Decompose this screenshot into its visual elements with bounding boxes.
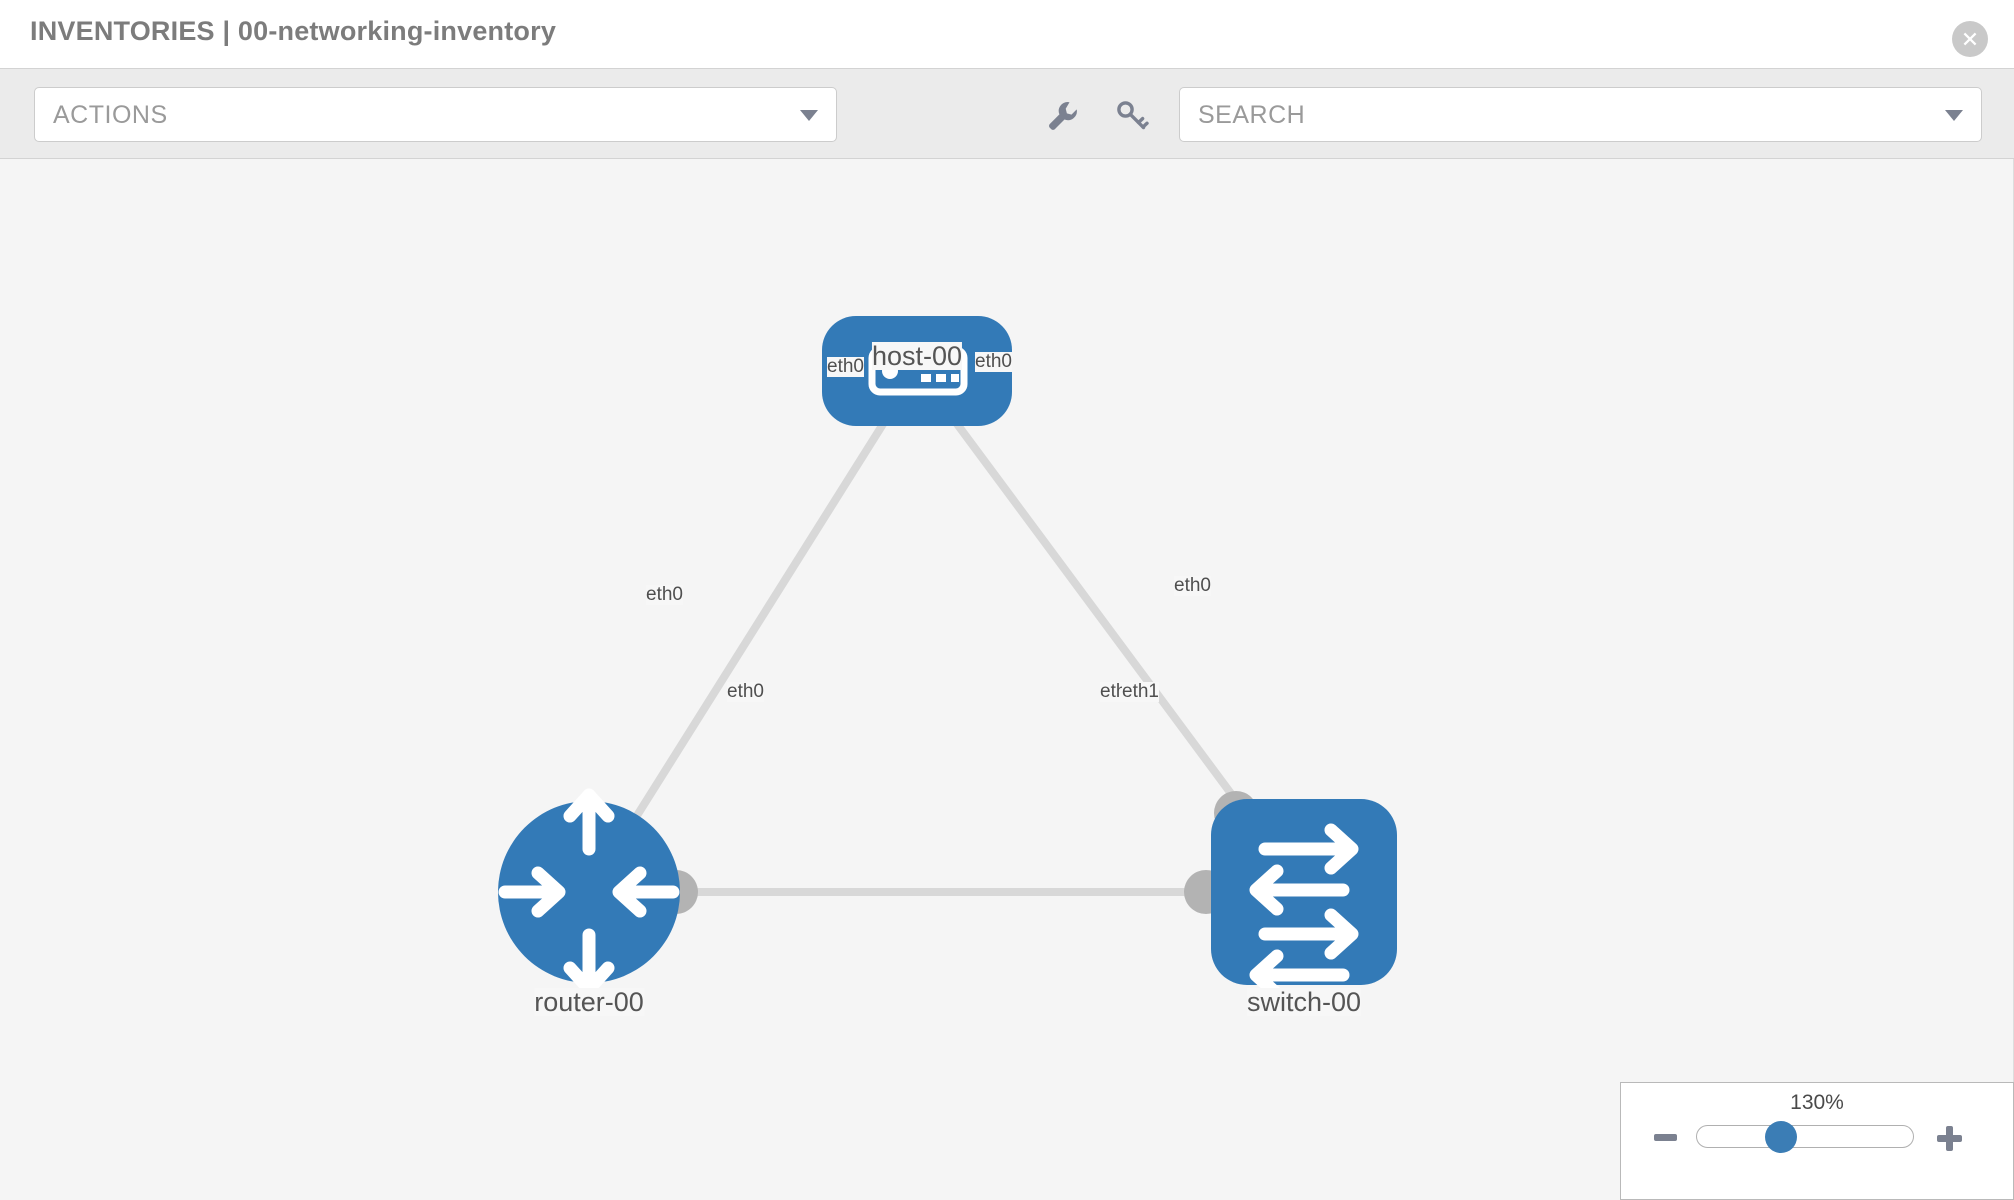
- zoom-slider-track[interactable]: [1696, 1125, 1914, 1148]
- zoom-percent-label: 130%: [1790, 1091, 1844, 1114]
- node-label-host: host-00: [871, 341, 963, 371]
- edge-label-host-left: eth0: [827, 356, 864, 377]
- edge-label-router-eth0: eth0: [727, 681, 764, 702]
- wrench-icon[interactable]: [1044, 97, 1080, 133]
- node-router-00: [498, 788, 680, 996]
- link-router-host: [585, 367, 921, 895]
- edge-label-switch-uplink: eth0: [1174, 575, 1211, 596]
- topology-canvas[interactable]: host-00 router-00 switch-00 eth0 eth0 et…: [0, 159, 2014, 1200]
- actions-dropdown[interactable]: ACTIONS: [34, 87, 837, 142]
- page-header: INVENTORIES | 00-networking-inventory: [0, 0, 2014, 68]
- topology-graph: [498, 316, 1397, 1001]
- node-label-switch: switch-00: [1246, 987, 1362, 1017]
- actions-dropdown-label: ACTIONS: [53, 101, 168, 129]
- edge-label-switch-eth1: eth1: [1122, 681, 1159, 702]
- page-title: INVENTORIES | 00-networking-inventory: [30, 16, 557, 46]
- close-icon[interactable]: [1952, 21, 1988, 57]
- router-arrows-icon: [498, 788, 680, 996]
- search-input[interactable]: SEARCH: [1179, 87, 1982, 142]
- key-icon[interactable]: [1113, 97, 1149, 133]
- node-switch-00: [1211, 799, 1397, 1001]
- toolbar: ACTIONS SEARCH: [0, 68, 2014, 159]
- switch-arrows-icon: [1249, 823, 1359, 1001]
- chevron-down-icon[interactable]: [1945, 110, 1963, 121]
- zoom-control-panel: 130%: [1620, 1082, 2014, 1200]
- node-label-router: router-00: [534, 987, 644, 1017]
- zoom-out-button[interactable]: [1654, 1134, 1677, 1141]
- edge-label-router-uplink: eth0: [646, 584, 683, 605]
- link-layer: [585, 367, 1308, 896]
- edge-label-host-right: eth0: [975, 351, 1012, 372]
- search-placeholder: SEARCH: [1198, 101, 1306, 129]
- zoom-in-button[interactable]: [1937, 1126, 1962, 1151]
- chevron-down-icon: [800, 110, 818, 121]
- zoom-slider-thumb[interactable]: [1765, 1121, 1797, 1153]
